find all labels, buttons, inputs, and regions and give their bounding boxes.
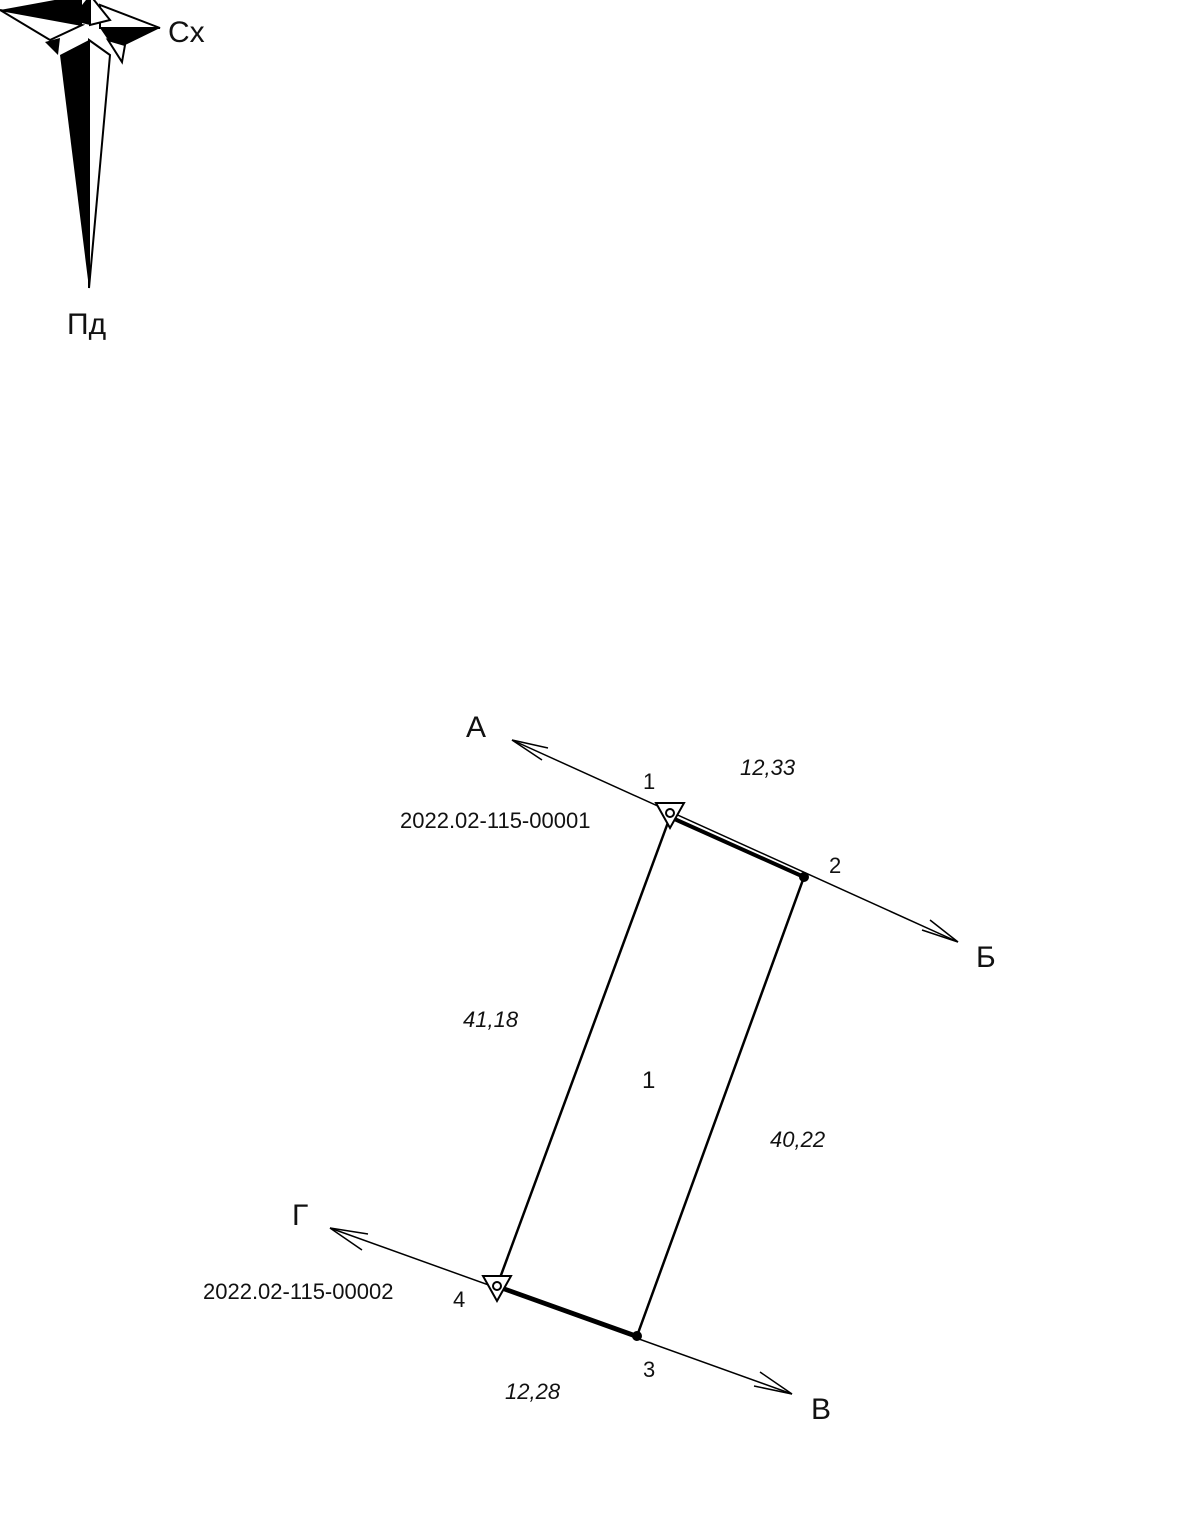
direction-label-b: Б: [976, 941, 996, 974]
length-label-3-4: 12,28: [505, 1379, 561, 1404]
length-label-4-1: 41,18: [463, 1007, 519, 1032]
benchmark-code-2: 2022.02-115-00002: [203, 1279, 393, 1304]
point-2-marker: [799, 872, 809, 882]
point-label-4: 4: [453, 1287, 465, 1312]
point-3-marker: [632, 1331, 642, 1341]
parcel-boundary: [495, 815, 806, 1338]
point-label-3: 3: [643, 1357, 655, 1382]
point-label-2: 2: [829, 853, 841, 878]
compass-south-label: Пд: [67, 308, 106, 341]
compass-east-label: Сх: [168, 16, 205, 49]
benchmark-code-1: 2022.02-115-00001: [400, 808, 590, 833]
benchmark-4-icon: [481, 1275, 513, 1304]
compass-rose-icon: [0, 0, 161, 289]
parcel-number: 1: [642, 1067, 655, 1094]
benchmark-1-icon: [654, 802, 686, 831]
direction-arrow-a-b: [511, 739, 959, 943]
length-label-2-3: 40,22: [770, 1127, 825, 1152]
point-label-1: 1: [643, 769, 655, 794]
direction-label-g: Г: [292, 1199, 308, 1232]
direction-label-a: А: [466, 711, 486, 744]
direction-arrow-g-v: [329, 1227, 793, 1395]
length-label-1-2: 12,33: [740, 755, 796, 780]
direction-label-v: В: [811, 1393, 831, 1426]
